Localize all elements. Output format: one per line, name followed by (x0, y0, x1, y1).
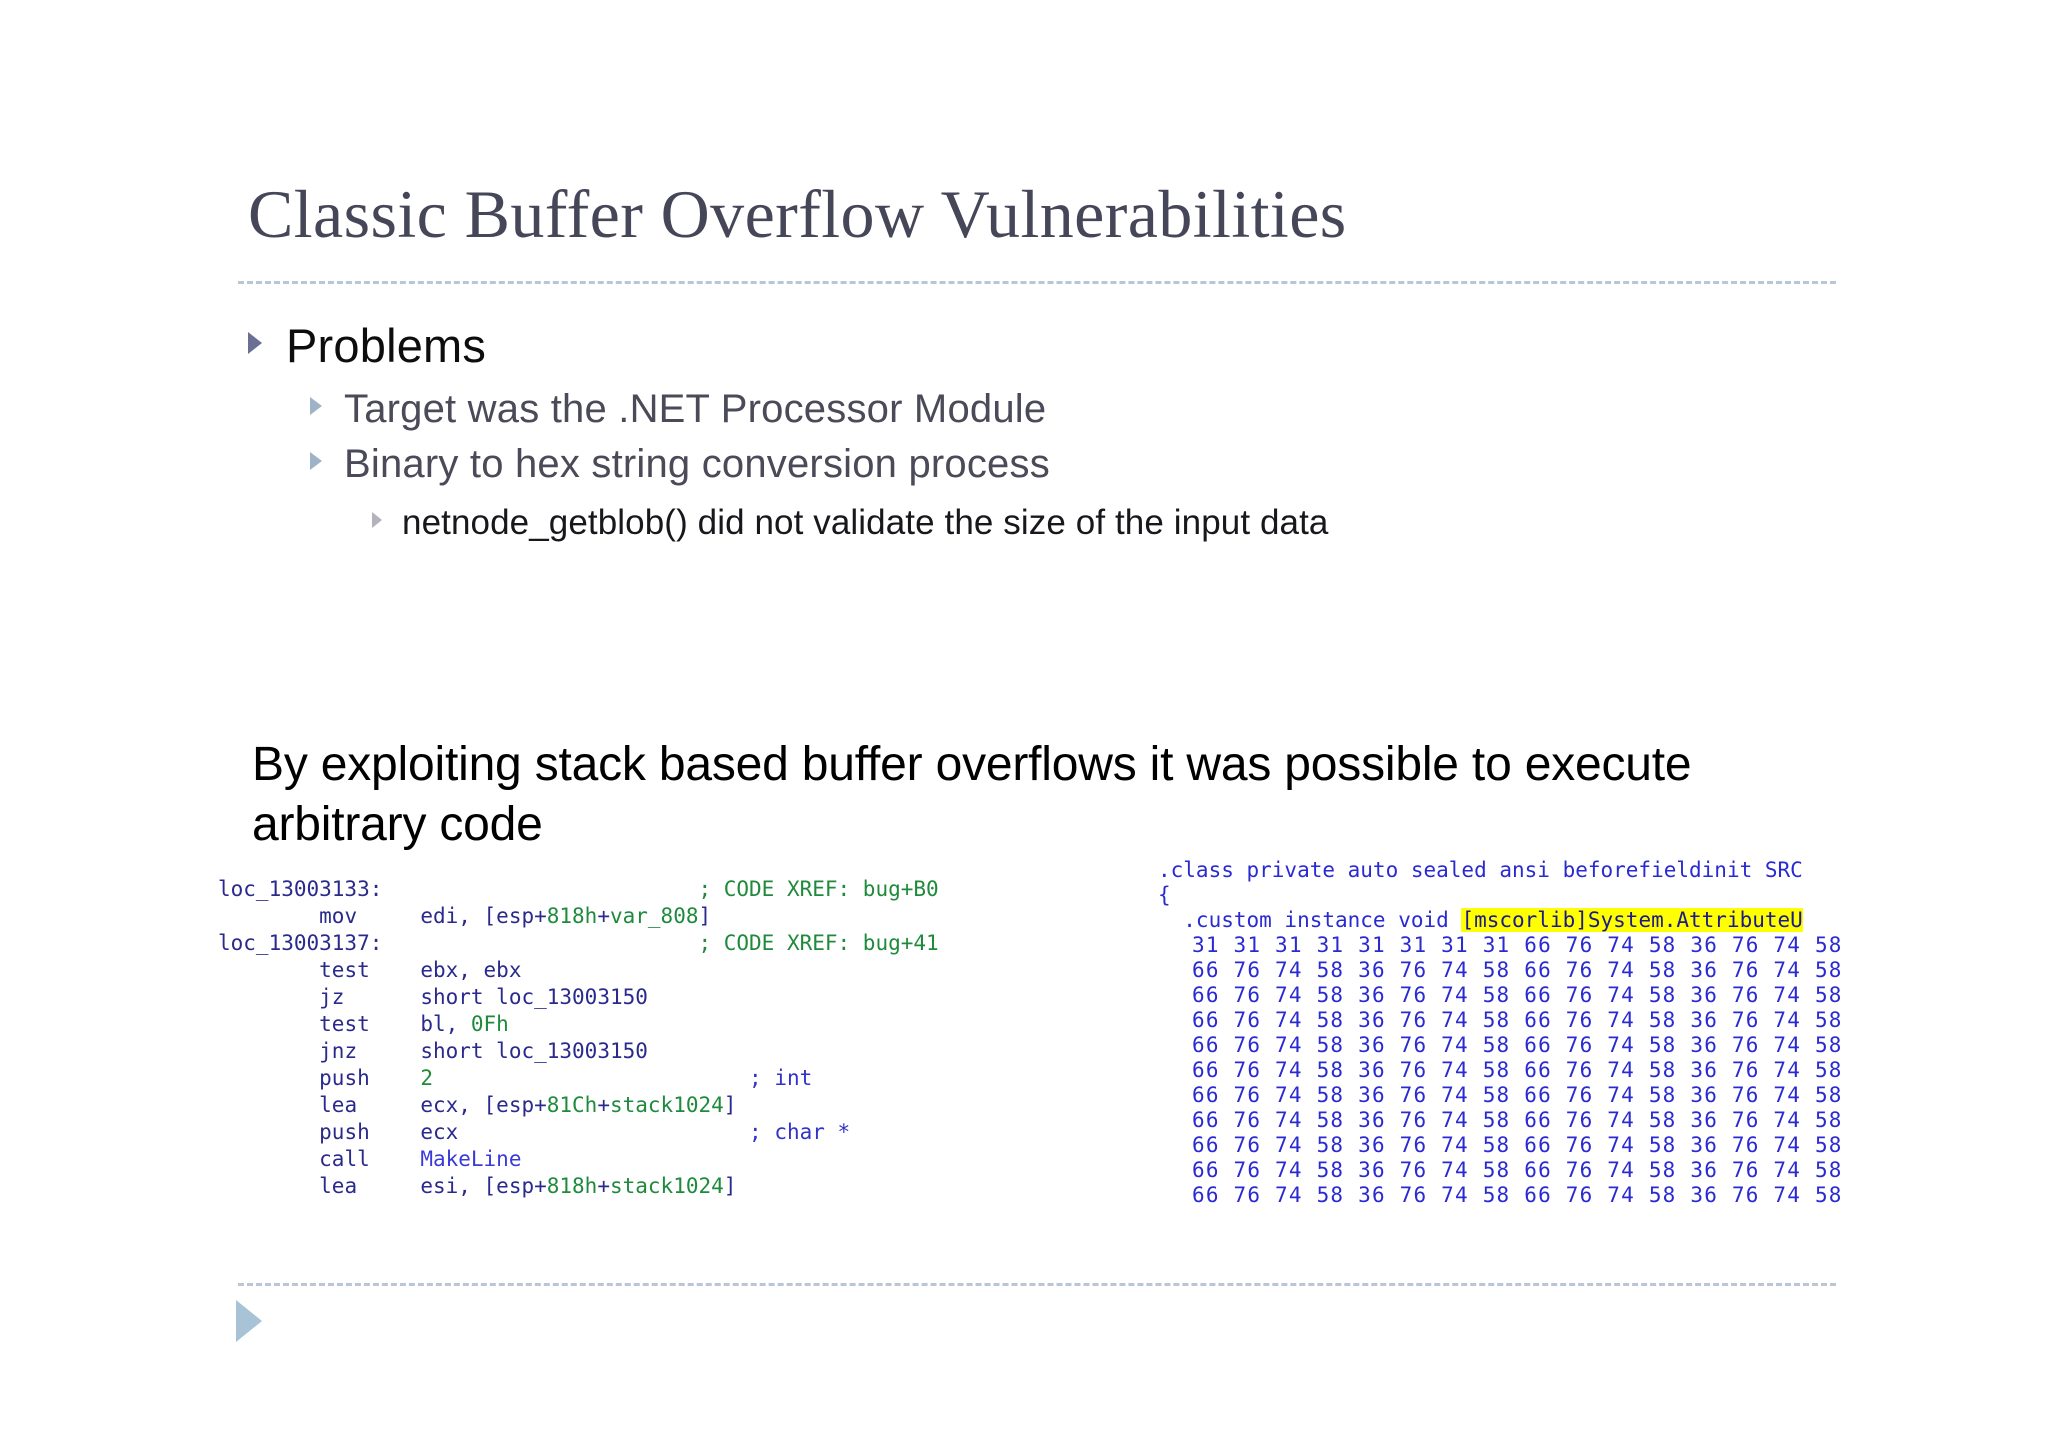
triangle-marker-icon (236, 1300, 262, 1342)
code-indent (218, 1012, 319, 1036)
hex-row: 66 76 74 58 36 76 74 58 66 76 74 58 36 7… (1192, 1158, 1843, 1182)
triangle-bullet-icon (372, 512, 382, 528)
code-line: test bl, 0Fh (218, 1011, 1098, 1038)
hex-row: 66 76 74 58 36 76 74 58 66 76 74 58 36 7… (1192, 958, 1843, 982)
code-indent (218, 1093, 319, 1117)
il-custom-prefix: .custom instance void (1158, 908, 1462, 932)
bullet-label-level3: netnode_getblob() did not validate the s… (402, 503, 1329, 542)
code-block-il-dump: .class private auto sealed ansi beforefi… (1158, 858, 1858, 1208)
code-label: loc_13003137: (218, 931, 699, 955)
code-mnemonic: jz (319, 985, 421, 1009)
hex-row: 66 76 74 58 36 76 74 58 66 76 74 58 36 7… (1192, 1033, 1843, 1057)
code-operands: short loc_13003150 (420, 1039, 648, 1063)
code-line: test ebx, ebx (218, 957, 1098, 984)
code-operands: 2 (420, 1066, 433, 1090)
code-mnemonic: push (319, 1120, 421, 1144)
code-operands: esi, [esp+818h+stack1024] (420, 1174, 737, 1198)
code-mnemonic: call (319, 1147, 421, 1171)
code-indent (218, 904, 319, 928)
code-spacer (458, 1120, 749, 1144)
statement-text: By exploiting stack based buffer overflo… (252, 738, 1692, 852)
hex-row: 66 76 74 58 36 76 74 58 66 76 74 58 36 7… (1192, 1083, 1843, 1107)
triangle-bullet-icon (310, 452, 322, 470)
code-mnemonic: push (319, 1066, 421, 1090)
code-line: jnz short loc_13003150 (218, 1038, 1098, 1065)
il-class-header: .class private auto sealed ansi beforefi… (1158, 858, 1803, 882)
hex-row: 66 76 74 58 36 76 74 58 66 76 74 58 36 7… (1192, 1058, 1843, 1082)
bullet-item-target-module: Target was the .NET Processor Module (310, 387, 1848, 432)
triangle-bullet-icon (248, 332, 262, 354)
code-operands: ebx, ebx (420, 958, 522, 982)
hex-row: 66 76 74 58 36 76 74 58 66 76 74 58 36 7… (1192, 1183, 1843, 1207)
code-mnemonic: test (319, 1012, 421, 1036)
hex-row: 66 76 74 58 36 76 74 58 66 76 74 58 36 7… (1192, 1133, 1843, 1157)
code-indent (218, 985, 319, 1009)
code-line: jz short loc_13003150 (218, 984, 1098, 1011)
code-line: push 2 ; int (218, 1065, 1098, 1092)
code-line: lea ecx, [esp+81Ch+stack1024] (218, 1092, 1098, 1119)
bullet-item-netnode-getblob: netnode_getblob() did not validate the s… (372, 503, 1848, 543)
code-mnemonic: test (319, 958, 421, 982)
bullet-item-problems: Problems (248, 318, 1848, 373)
il-highlighted-type: [mscorlib]System.AttributeU (1461, 908, 1803, 932)
code-comment: ; char * (749, 1120, 851, 1144)
code-indent (218, 1147, 319, 1171)
code-operands: MakeLine (420, 1147, 522, 1171)
il-open-brace: { (1158, 883, 1171, 907)
code-operands: ecx (420, 1120, 459, 1144)
code-line: mov edi, [esp+818h+var_808] (218, 903, 1098, 930)
code-comment: ; int (749, 1066, 813, 1090)
hex-row: 66 76 74 58 36 76 74 58 66 76 74 58 36 7… (1192, 1108, 1843, 1132)
code-mnemonic: lea (319, 1174, 421, 1198)
title-divider (238, 281, 1836, 284)
code-indent (218, 1120, 319, 1144)
code-line: push ecx ; char * (218, 1119, 1098, 1146)
code-operands: short loc_13003150 (420, 985, 648, 1009)
bullet-label-level2-b: Binary to hex string conversion process (344, 442, 1050, 486)
code-operands: ecx, [esp+81Ch+stack1024] (420, 1093, 737, 1117)
hex-row: 31 31 31 31 31 31 31 31 66 76 74 58 36 7… (1192, 933, 1843, 957)
bullet-item-hex-conversion: Binary to hex string conversion process (310, 442, 1848, 487)
bottom-divider (238, 1283, 1836, 1286)
code-indent (218, 1066, 319, 1090)
code-operands: bl, 0Fh (420, 1012, 509, 1036)
code-operands: edi, [esp+818h+var_808] (420, 904, 712, 928)
code-xref-comment: ; CODE XREF: bug+B0 (698, 877, 939, 901)
hex-row: 66 76 74 58 36 76 74 58 66 76 74 58 36 7… (1192, 983, 1843, 1007)
triangle-bullet-icon (310, 397, 322, 415)
code-indent (218, 1174, 319, 1198)
code-indent (218, 958, 319, 982)
il-custom-attribute-line: .custom instance void [mscorlib]System.A… (1158, 908, 1858, 933)
code-line: loc_13003133: ; CODE XREF: bug+B0 (218, 876, 1098, 903)
code-block-disassembly: loc_13003133: ; CODE XREF: bug+B0 mov ed… (218, 876, 1098, 1200)
page-title: Classic Buffer Overflow Vulnerabilities (248, 176, 1347, 252)
hex-row: 66 76 74 58 36 76 74 58 66 76 74 58 36 7… (1192, 1008, 1843, 1032)
bullet-label-level2-a: Target was the .NET Processor Module (344, 387, 1047, 431)
code-line: lea esi, [esp+818h+stack1024] (218, 1173, 1098, 1200)
code-mnemonic: jnz (319, 1039, 421, 1063)
code-line: call MakeLine (218, 1146, 1098, 1173)
code-line: loc_13003137: ; CODE XREF: bug+41 (218, 930, 1098, 957)
code-indent (218, 1039, 319, 1063)
code-spacer (433, 1066, 749, 1090)
code-xref-comment: ; CODE XREF: bug+41 (698, 931, 939, 955)
code-label: loc_13003133: (218, 877, 699, 901)
bullet-label-level1: Problems (286, 319, 487, 372)
code-mnemonic: mov (319, 904, 421, 928)
bullet-list: Problems Target was the .NET Processor M… (248, 318, 1848, 543)
code-mnemonic: lea (319, 1093, 421, 1117)
